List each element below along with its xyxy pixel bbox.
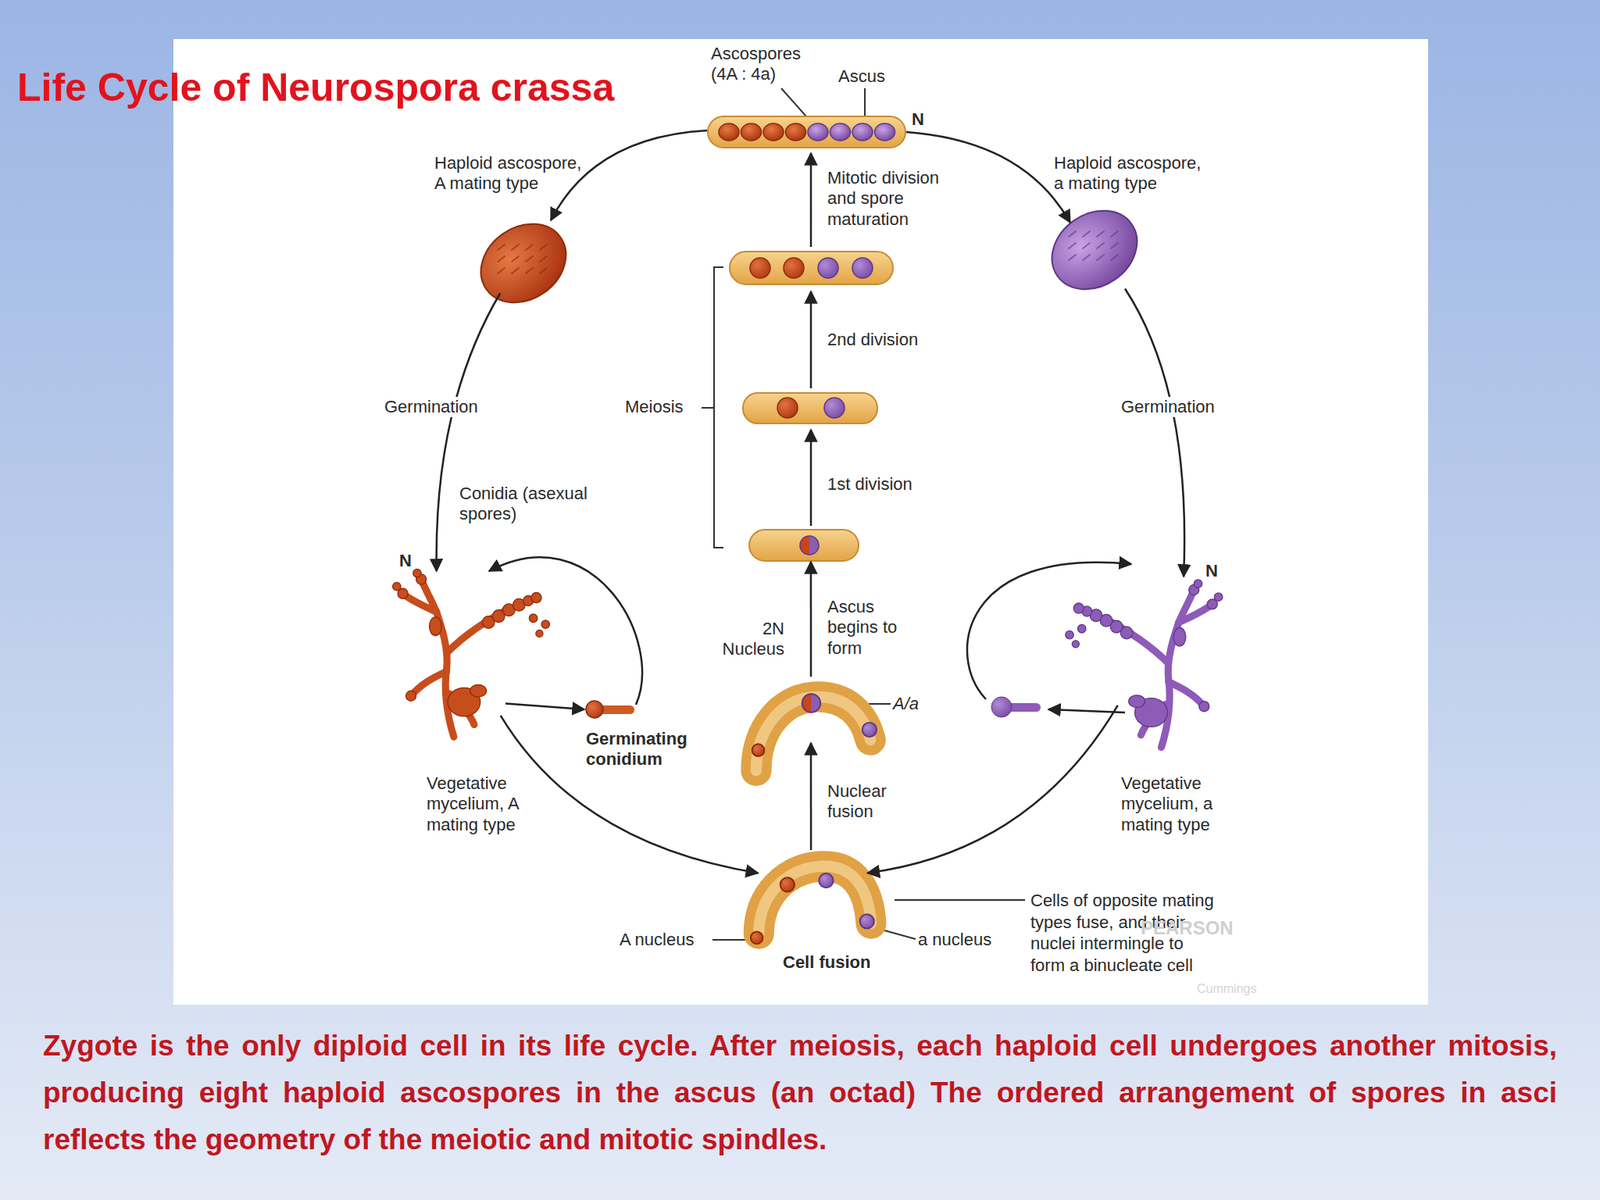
node-label: A/a [892,693,919,715]
connector-arrow [810,561,813,677]
node-shape [707,115,907,149]
connector-arrow [500,715,759,874]
caption: Zygote is the only diploid cell in its l… [42,1022,1558,1164]
edge-label: Germination [384,396,479,418]
node-label: Haploid ascospore, a mating type [1053,153,1211,195]
connector-arrow [1125,289,1185,578]
node-shape [472,220,575,307]
young-ascus: 2N Nucleus [748,528,860,562]
node-shape [1046,576,1240,756]
mycelium-A: Vegetative mycelium, A mating type [390,571,555,743]
ascus-octad: Ascospores (4A : 4a)Ascus [707,115,907,149]
germinating-conidium: Germinating conidium [584,697,636,722]
ascospore-A: Haploid ascospore, A mating type [472,220,575,307]
node-shape [739,676,890,786]
annotation-label: A nucleus [619,929,694,950]
annotation-label: 2nd division [827,329,918,350]
meiosis-arrows [810,153,813,526]
node-label: Ascospores (4A : 4a) [710,43,809,86]
connector-arrow [867,705,1118,874]
leader-lines [712,88,1025,940]
node-shape [748,528,860,562]
annotation-label: N [911,109,925,130]
annotation-label: Cummings [1196,981,1257,997]
node-label: Vegetative mycelium, a mating type [1121,773,1231,836]
node-shape [1043,207,1146,293]
annotation-label: a nucleus [917,929,992,950]
node-shape [584,697,636,722]
meiosis-bracket [701,267,724,548]
node-shape [744,850,895,950]
node-shape [390,571,555,743]
annotation-label: Mitotic division and spore maturation [827,167,965,230]
node-label: Haploid ascospore, A mating type [434,153,591,195]
edge-label: Conidia (asexual spores) [459,483,616,525]
node-label: Ascus [838,66,886,87]
annotation-label: 1st division [827,474,913,495]
node-label: Germinating conidium [585,728,711,771]
connector-arrow [489,557,643,705]
connector-arrow [436,293,500,572]
node-label: Cell fusion [782,952,871,973]
annotation-label: Meiosis [625,396,684,418]
annotation-label: N [399,550,412,572]
zygote-cell: A/a [739,676,890,743]
connector-arrow [505,703,585,710]
connector-arrow [550,130,708,221]
binucleate-cell: Cell fusion [744,850,895,950]
edge-label: Nuclear fusion [827,781,906,823]
annotation-label: PEARSON [1140,917,1234,940]
title: Life Cycle of Neurospora crassa [17,64,615,111]
node-label: Vegetative mycelium, A mating type [426,773,536,836]
ascospore-a: Haploid ascospore, a mating type [1043,207,1146,293]
edge-label: Ascus begins to form [827,596,898,659]
connector-arrow [810,742,813,850]
annotation-label: N [1205,560,1218,582]
conidium-a-cycle [967,562,1132,718]
mycelium-a: Vegetative mycelium, a mating type [1046,576,1240,756]
edge-label: Germination [1121,396,1215,418]
node-label: 2N Nucleus [710,618,785,661]
